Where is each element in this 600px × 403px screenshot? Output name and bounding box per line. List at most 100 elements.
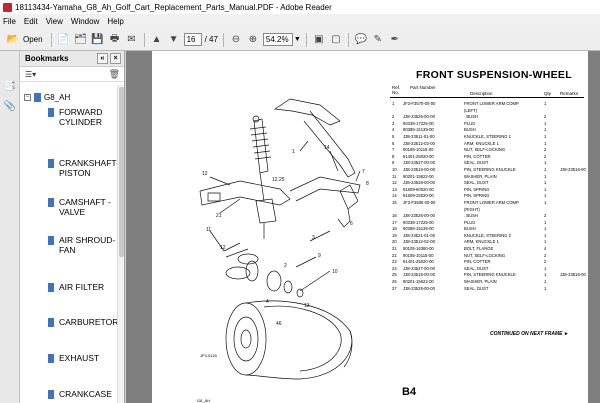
next-page-icon[interactable]: ▼	[168, 34, 179, 45]
print-icon[interactable]: 🖶	[109, 33, 120, 44]
bookmark-item[interactable]: FORWARD CYLINDER	[48, 107, 117, 127]
bookmarks-scrollbar[interactable]	[117, 85, 124, 403]
part-qty: 1	[544, 186, 547, 192]
bookmark-item-label: CRANKCASE	[59, 389, 112, 399]
part-ref: 26	[392, 279, 397, 285]
part-number: 90201-15622-00	[403, 173, 434, 179]
scrollbar-thumb[interactable]	[119, 87, 124, 257]
document-title: FRONT SUSPENSION-WHEEL	[416, 69, 572, 81]
close-icon[interactable]: ×	[110, 53, 121, 64]
previous-page-icon[interactable]: ▲	[151, 34, 162, 45]
chevron-down-icon[interactable]: ▼	[293, 36, 301, 43]
part-number: J38-23516-00-00	[403, 272, 435, 278]
table-row: (RIGHT)	[390, 207, 584, 214]
bookmarks-panel: Bookmarks « × ☰▾ 🗑 − G8_AH FORWARD CYLIN…	[20, 51, 125, 403]
callout-label: 3	[312, 235, 315, 241]
bookmark-icon	[48, 354, 54, 363]
bookmark-item[interactable]: CARBURETOR	[48, 317, 118, 327]
bookmark-item[interactable]: AIR SHROUD-FAN	[48, 235, 117, 255]
callout-label: 10	[332, 269, 338, 275]
part-description: BUSH	[464, 127, 476, 133]
bookmarks-title: Bookmarks	[25, 54, 69, 63]
collapse-icon[interactable]: −	[24, 93, 31, 101]
part-description: WASHER, PLAIN	[464, 173, 497, 179]
part-qty: 1	[544, 199, 547, 205]
open-label: Open	[23, 35, 43, 44]
bookmarks-panel-icon[interactable]: 📑	[3, 80, 17, 92]
open-button[interactable]: 📂 Open	[3, 31, 46, 48]
sign-icon[interactable]: ✒	[390, 34, 400, 45]
part-description: BUSH	[464, 226, 476, 232]
menu-window[interactable]: Window	[70, 17, 100, 26]
fit-width-icon[interactable]: ▢	[331, 34, 341, 45]
part-description: SEAL, DUST	[464, 265, 489, 271]
part-qty: 1	[544, 232, 547, 238]
part-qty: 1	[544, 219, 547, 225]
part-description: PIN, COTTER	[464, 153, 491, 159]
part-qty: 1	[544, 239, 547, 245]
part-qty: 1	[544, 127, 547, 133]
part-ref: 21	[392, 246, 397, 252]
collapse-panel-icon[interactable]: «	[97, 53, 108, 64]
callout-label: 4	[266, 299, 269, 305]
zoom-in-icon[interactable]: ⊕	[248, 34, 258, 45]
create-pdf-icon[interactable]: 📄	[57, 34, 70, 45]
email-icon[interactable]: ✉	[127, 34, 136, 45]
comment-icon[interactable]: 💬	[354, 34, 368, 45]
zoom-level-select[interactable]: 54.2%	[262, 33, 293, 46]
part-description: PIN, SPRING	[464, 193, 490, 199]
part-qty: 1	[544, 173, 547, 179]
part-description: FRONT LOWER ARM COMP.	[464, 101, 520, 106]
part-number: J38-23527-00-00	[403, 265, 435, 271]
options-menu-icon[interactable]: ☰▾	[25, 69, 37, 79]
part-description: SEAL, DUST	[464, 160, 489, 166]
part-ref: 5	[392, 133, 395, 139]
part-qty: 1	[544, 120, 547, 126]
highlight-icon[interactable]: ✎	[373, 34, 383, 45]
bookmark-item[interactable]: CRANKSHAFT-PISTON	[48, 158, 118, 178]
attachments-icon[interactable]: 📎	[3, 100, 17, 112]
part-qty: 2	[544, 153, 547, 159]
part-ref: 11	[392, 173, 397, 179]
zoom-out-icon[interactable]: ⊖	[231, 34, 241, 45]
bookmark-item[interactable]: CRANKCASE	[48, 389, 117, 399]
table-row: (LEFT)	[390, 108, 584, 115]
col-desc-header: Description	[470, 91, 493, 96]
part-number: JF3-F3570-00-00	[403, 101, 436, 106]
part-qty: 1	[544, 160, 547, 166]
part-ref: 4	[392, 127, 395, 133]
callout-label: 46	[276, 321, 282, 327]
delete-bookmark-icon[interactable]: 🗑	[108, 68, 120, 79]
fit-page-icon[interactable]: ▣	[314, 34, 324, 45]
document-viewer[interactable]: 12 21 1 14 7 8 6 3 9 10 11 12 13 2 46 4 …	[126, 51, 600, 403]
menu-file[interactable]: File	[3, 17, 16, 26]
part-number: J38-23511-01-00	[403, 133, 435, 139]
save-icon[interactable]: 💾	[91, 34, 104, 45]
organize-icon[interactable]: 🗂	[74, 34, 87, 45]
page-number-input[interactable]	[183, 33, 202, 46]
part-number: J38-23516-00-00	[403, 166, 435, 172]
menu-edit[interactable]: Edit	[23, 17, 38, 26]
part-number: 90201-15622-00	[403, 279, 434, 285]
part-qty: 1	[544, 193, 547, 199]
bookmark-item-label: CRANKSHAFT-PISTON	[59, 158, 118, 178]
menu-help[interactable]: Help	[107, 17, 124, 26]
bookmark-item[interactable]: CAMSHAFT - VALVE	[48, 197, 117, 217]
part-number: 91401-25020-00	[403, 153, 434, 159]
menu-view[interactable]: View	[45, 17, 63, 26]
bookmark-root[interactable]: − G8_AH	[20, 91, 118, 103]
exploded-parts-diagram: 12 21 1 14 7 8 6 3 9 10 11 12 13 2 46 4 …	[199, 98, 369, 380]
bookmark-item-label: AIR SHROUD-FAN	[59, 235, 116, 255]
part-ref: 13	[392, 186, 397, 192]
bookmark-item[interactable]: AIR FILTER	[48, 282, 117, 292]
part-description: (LEFT)	[464, 107, 478, 113]
part-qty: 1	[544, 265, 547, 271]
bookmark-item[interactable]: EXHAUST	[48, 353, 117, 363]
